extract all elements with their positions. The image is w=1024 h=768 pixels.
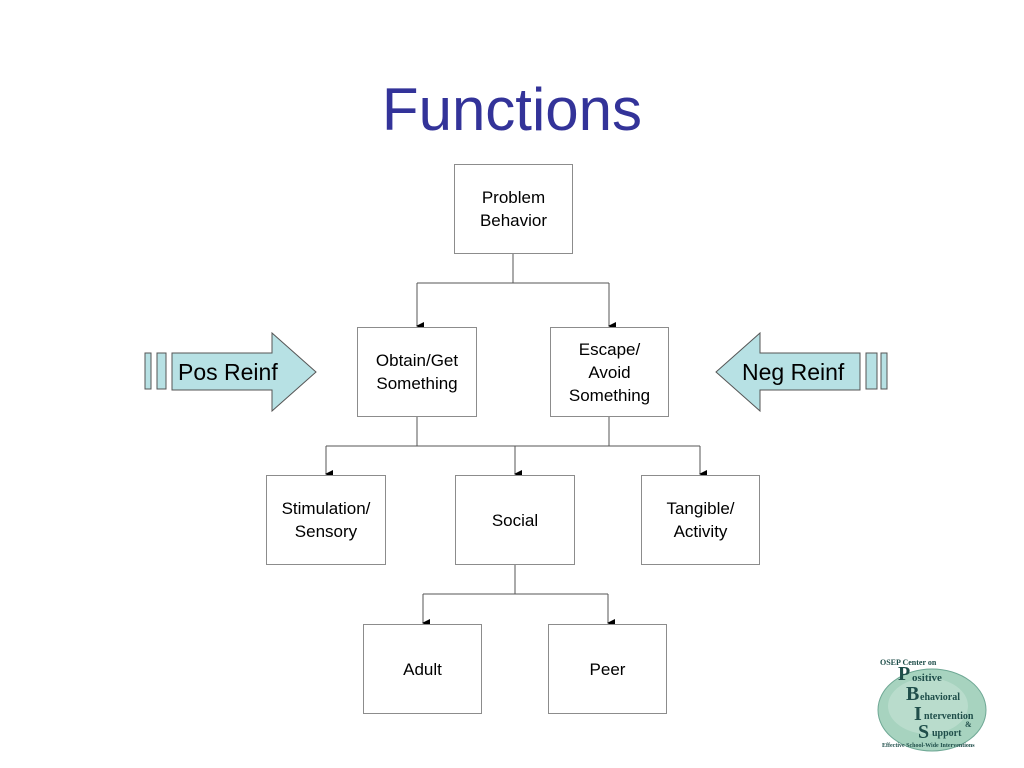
connector-social-to-people [422, 564, 615, 627]
node-stimulation-sensory-label: Stimulation/ Sensory [281, 499, 371, 541]
pos-reinf-arrow [144, 331, 317, 413]
slide-title: Functions [381, 76, 643, 143]
node-problem-behavior: Problem Behavior [454, 164, 573, 254]
neg-reinf-stripe-2 [880, 352, 888, 390]
node-escape-avoid-something-label: Escape/ Avoid Something [568, 339, 651, 405]
pbis-logo-line1: ositive [912, 672, 942, 684]
pbis-logo-bottom-text: Effective School-Wide Interventions [882, 743, 975, 749]
neg-reinf-arrow-shape [715, 331, 861, 413]
pos-reinf-stripe-1 [144, 352, 152, 390]
node-obtain-something: Obtain/Get Something [357, 327, 477, 417]
pbis-logo-initial-i: I [914, 703, 922, 725]
node-tangible-activity: Tangible/ Activity [641, 475, 760, 565]
node-adult-label: Adult [403, 659, 442, 679]
node-adult: Adult [363, 624, 482, 714]
node-obtain-something-label: Obtain/Get Something [375, 351, 459, 393]
pbis-logo-graphic [877, 668, 987, 752]
node-escape-avoid-something: Escape/ Avoid Something [550, 327, 669, 417]
pos-reinf-stripe-2 [156, 352, 167, 390]
node-social: Social [455, 475, 575, 565]
connector-functions-to-types [325, 416, 707, 478]
node-social-label: Social [491, 510, 539, 530]
pos-reinf-arrow-shape [171, 331, 317, 413]
pbis-logo-line3: ntervention [924, 711, 974, 722]
pbis-logo-amp: & [965, 720, 972, 729]
neg-reinf-stripe-1 [865, 352, 878, 390]
node-tangible-activity-label: Tangible/ Activity [666, 499, 735, 541]
pbis-logo-initial-p: P [898, 663, 911, 685]
node-peer-label: Peer [589, 659, 626, 679]
neg-reinf-arrow [715, 331, 888, 413]
node-peer: Peer [548, 624, 667, 714]
pbis-logo-initial-b: B [906, 683, 920, 705]
pbis-logo-top-text: OSEP Center on [880, 658, 937, 667]
pbis-logo-initial-s: S [918, 721, 930, 743]
pbis-logo-line4: upport [932, 728, 962, 739]
pbis-logo: OSEP Center on P ositive B ehavioral I n… [870, 656, 1010, 756]
neg-reinf-label: Neg Reinf [742, 359, 845, 385]
pos-reinf-label: Pos Reinf [178, 359, 278, 385]
pbis-logo-line2: ehavioral [920, 692, 960, 703]
node-stimulation-sensory: Stimulation/ Sensory [266, 475, 386, 565]
node-problem-behavior-label: Problem Behavior [479, 188, 548, 230]
connector-problem-to-functions [416, 253, 616, 330]
